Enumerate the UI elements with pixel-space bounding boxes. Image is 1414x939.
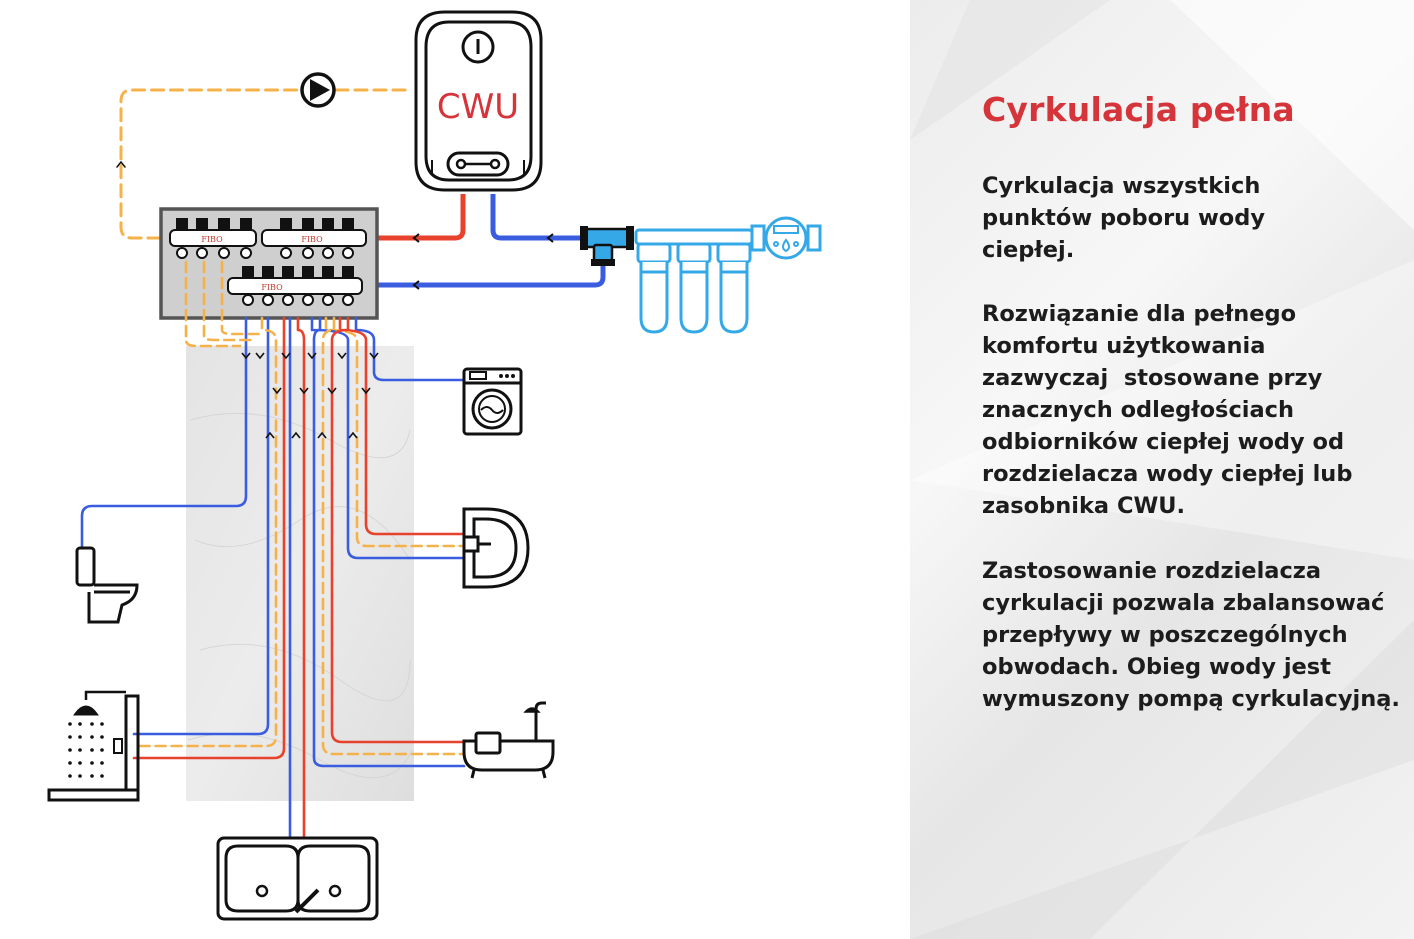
p3-line: przepływy w poszczególnych bbox=[982, 622, 1348, 648]
toilet-icon bbox=[75, 546, 139, 624]
p2-line: zazwyczaj stosowane przy bbox=[982, 365, 1323, 391]
cold-supply-line bbox=[378, 256, 606, 288]
boiler-label: CWU bbox=[437, 87, 519, 127]
panel-paragraph-3: Zastosowanie rozdzielacza cyrkulacji pozw… bbox=[982, 555, 1402, 715]
bathtub-icon bbox=[462, 701, 555, 779]
flow-arrows-supply bbox=[412, 233, 554, 290]
manifold-brand-2: FIBO bbox=[301, 235, 323, 244]
panel-title: Cyrkulacja pełna bbox=[982, 90, 1295, 129]
panel-background-pattern bbox=[910, 0, 1414, 939]
pipe-bath-hot bbox=[330, 316, 466, 744]
circulation-pump-icon bbox=[300, 72, 336, 108]
panel-paragraph-1: Cyrkulacja wszystkich punktów poboru wody… bbox=[982, 170, 1402, 266]
p2-line: komfortu użytkowania bbox=[982, 333, 1266, 359]
pipe-shower-hot bbox=[132, 316, 286, 760]
hot-supply-line bbox=[378, 194, 466, 241]
description-panel: Cyrkulacja pełna Cyrkulacja wszystkich pu… bbox=[910, 0, 1414, 939]
washbasin-icon bbox=[462, 507, 530, 589]
p3-line: obwodach. Obieg wody jest bbox=[982, 654, 1331, 680]
p2-line: rozdzielacza wody ciepłej lub bbox=[982, 461, 1353, 487]
t-fitting-icon bbox=[580, 226, 634, 266]
p2-line: zasobnika CWU. bbox=[982, 493, 1186, 519]
cold-from-filter-to-boiler bbox=[490, 194, 584, 241]
p3-line: wymuszony pompą cyrkulacyjną. bbox=[982, 686, 1400, 712]
pipe-washer-cold bbox=[354, 316, 464, 382]
boiler-cwu bbox=[414, 10, 543, 192]
p2-line: odbiorników ciepłej wody od bbox=[982, 429, 1345, 455]
p3-line: cyrkulacji pozwala zbalansować bbox=[982, 590, 1385, 616]
pipe-circ-return-b bbox=[202, 260, 258, 342]
p1-line: ciepłej. bbox=[982, 237, 1075, 263]
pipe-shower-cold bbox=[132, 316, 270, 736]
pipe-sink-hot bbox=[296, 316, 306, 838]
manifold-box bbox=[159, 207, 379, 320]
wall-background bbox=[186, 346, 414, 801]
panel-paragraph-2: Rozwiązanie dla pełnego komfortu użytkowa… bbox=[982, 298, 1402, 522]
water-meter-icon bbox=[750, 216, 822, 260]
manifold-brand-3: FIBO bbox=[261, 283, 283, 292]
p1-line: punktów poboru wody bbox=[982, 205, 1266, 231]
water-filter-icon bbox=[634, 228, 754, 334]
pipe-shower-circ bbox=[132, 316, 278, 748]
p2-line: znacznych odległościach bbox=[982, 397, 1295, 423]
kitchen-sink-icon bbox=[216, 836, 379, 921]
p2-line: Rozwiązanie dla pełnego bbox=[982, 301, 1297, 327]
manifold-brand-1: FIBO bbox=[201, 235, 223, 244]
pipe-bath-circ bbox=[321, 316, 466, 756]
p1-line: Cyrkulacja wszystkich bbox=[982, 173, 1261, 199]
p3-line: Zastosowanie rozdzielacza bbox=[982, 558, 1322, 584]
pipe-circ-return-a bbox=[184, 260, 242, 348]
washing-machine-icon bbox=[462, 367, 523, 436]
circulation-return-line bbox=[116, 88, 414, 240]
flow-arrows-distribution bbox=[241, 352, 379, 439]
circulation-diagram: CWU bbox=[47, 10, 822, 921]
pipe-toilet-cold bbox=[80, 316, 248, 550]
shower-icon bbox=[47, 690, 140, 802]
pipe-bath-cold bbox=[312, 316, 466, 768]
pipe-basin-hot bbox=[338, 316, 466, 536]
pipe-circ-return-c bbox=[220, 260, 264, 336]
